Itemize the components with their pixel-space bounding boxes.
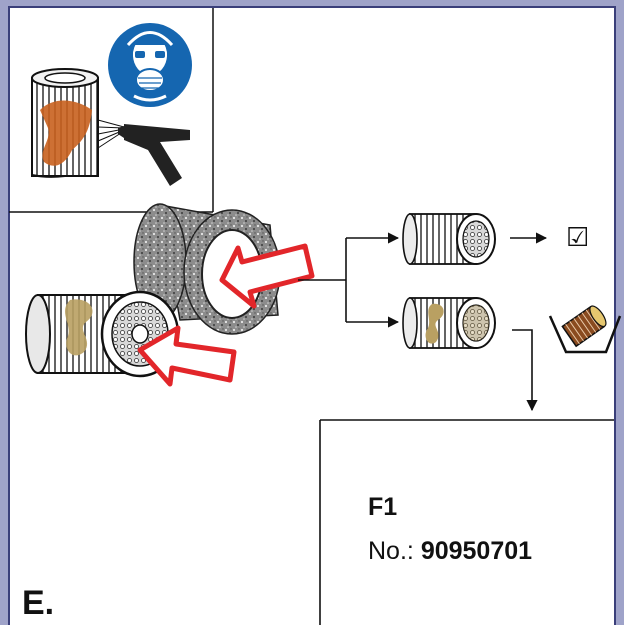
respirator-mask-mandatory-icon [108, 23, 192, 107]
dirty-filter-cartridge-icon [31, 68, 99, 178]
clean-filter-icon [402, 213, 496, 265]
part-number-value: 90950701 [420, 537, 533, 565]
frame-line-left [8, 6, 10, 625]
red-arrow-prefilter [219, 243, 315, 309]
flow-lines [298, 232, 548, 412]
part-number-line: No.: 90950701 [368, 537, 532, 566]
discard-filter-bin-icon [548, 305, 622, 354]
part-number-label: No.: [368, 537, 414, 565]
frame-line-top [8, 6, 616, 8]
filter-code: F1 [368, 493, 398, 521]
replacement-filter-box [319, 419, 614, 625]
frame-border-right [616, 0, 624, 625]
red-arrow-cartridge [137, 325, 237, 387]
frame-border-left [0, 0, 8, 625]
ok-checkbox-icon: ☑ [566, 222, 590, 252]
step-label: E. [22, 584, 55, 622]
main-filter-cartridge [25, 290, 180, 378]
compressed-air-gun-icon [97, 119, 190, 186]
frame-border-top [0, 0, 624, 6]
frame-line-right [614, 6, 616, 625]
dirty-filter-icon [402, 297, 496, 349]
